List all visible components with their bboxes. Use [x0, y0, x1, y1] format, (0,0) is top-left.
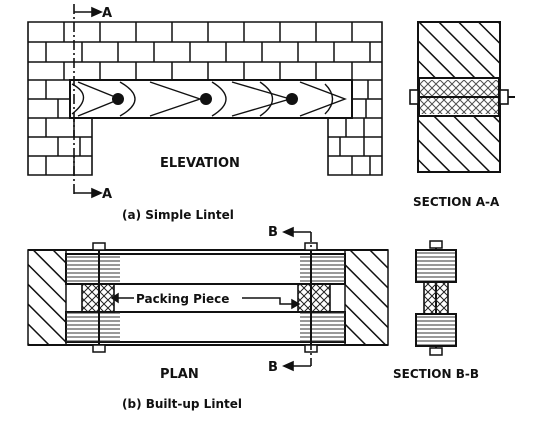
- elevation-label: ELEVATION: [160, 156, 240, 171]
- packing-piece-label: Packing Piece: [136, 292, 229, 306]
- timber-lintel: [69, 79, 353, 119]
- bolt-hole: [112, 93, 124, 105]
- section-line-b: [282, 226, 312, 372]
- section-marker-a-bottom: A: [102, 187, 112, 202]
- section-line-a: [73, 4, 103, 199]
- section-aa-drawing: [409, 21, 515, 173]
- section-marker-a-top: A: [102, 6, 112, 21]
- caption-simple-lintel: (a) Simple Lintel: [122, 208, 234, 222]
- section-bb-drawing: [415, 240, 457, 356]
- section-aa-label: SECTION A-A: [413, 195, 500, 209]
- bolt-hole: [200, 93, 212, 105]
- brick-joints: [45, 22, 371, 175]
- section-marker-b-top: B: [268, 225, 278, 240]
- packing-piece-leaders: [110, 292, 301, 310]
- plan-label: PLAN: [160, 367, 199, 382]
- section-marker-b-bottom: B: [268, 360, 278, 375]
- section-bb-label: SECTION B-B: [393, 367, 479, 381]
- bolt-hole: [286, 93, 298, 105]
- plan-drawing: [27, 242, 389, 353]
- caption-built-up-lintel: (b) Built-up Lintel: [122, 397, 242, 411]
